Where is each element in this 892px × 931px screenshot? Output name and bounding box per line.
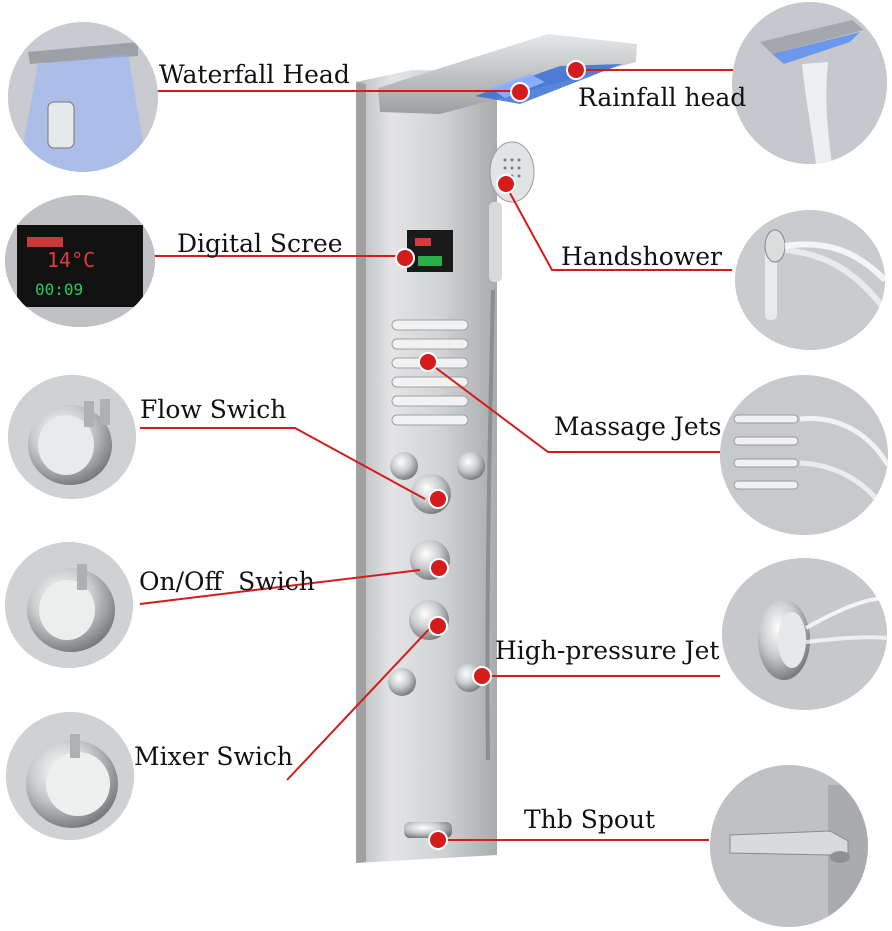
marker-dots xyxy=(395,60,586,850)
label-flow-switch: Flow Swich xyxy=(140,395,287,424)
tub-spout-detail-circle xyxy=(710,765,868,927)
massage-jet-rows xyxy=(391,319,469,426)
label-tub-spout: Thb Spout xyxy=(524,805,656,834)
label-handshower: Handshower xyxy=(561,242,722,271)
flow-switch-detail-circle xyxy=(8,375,136,499)
label-waterfall-head: Waterfall Head xyxy=(159,60,350,89)
mixer-switch-detail-circle xyxy=(6,712,134,840)
handshower-grip xyxy=(489,202,502,282)
label-onoff-switch: On/Off Swich xyxy=(139,567,315,596)
label-massage-jets: Massage Jets xyxy=(554,412,722,441)
leader-lines xyxy=(139,69,742,841)
label-digital-screen: Digital Scree xyxy=(177,229,343,258)
onoff-switch-detail-circle xyxy=(5,542,133,668)
massage-jets-detail-circle xyxy=(720,375,888,535)
screen-temperature: 14°C xyxy=(47,248,95,272)
label-mixer-switch: Mixer Swich xyxy=(134,742,294,771)
label-high-pressure-jet: High-pressure Jet xyxy=(495,636,720,665)
rainfall-head-detail-circle xyxy=(732,2,887,164)
high-pressure-jet-detail-circle xyxy=(722,558,887,710)
panel-column xyxy=(356,70,497,863)
waterfall-head-detail-circle xyxy=(8,22,158,172)
handshower-detail-circle xyxy=(735,210,885,350)
screen-time: 00:09 xyxy=(35,280,83,299)
digital-screen-detail-circle: 14°C 00:09 xyxy=(5,195,155,327)
waterfall-head xyxy=(378,34,637,114)
label-rainfall-head: Rainfall head xyxy=(578,83,747,112)
